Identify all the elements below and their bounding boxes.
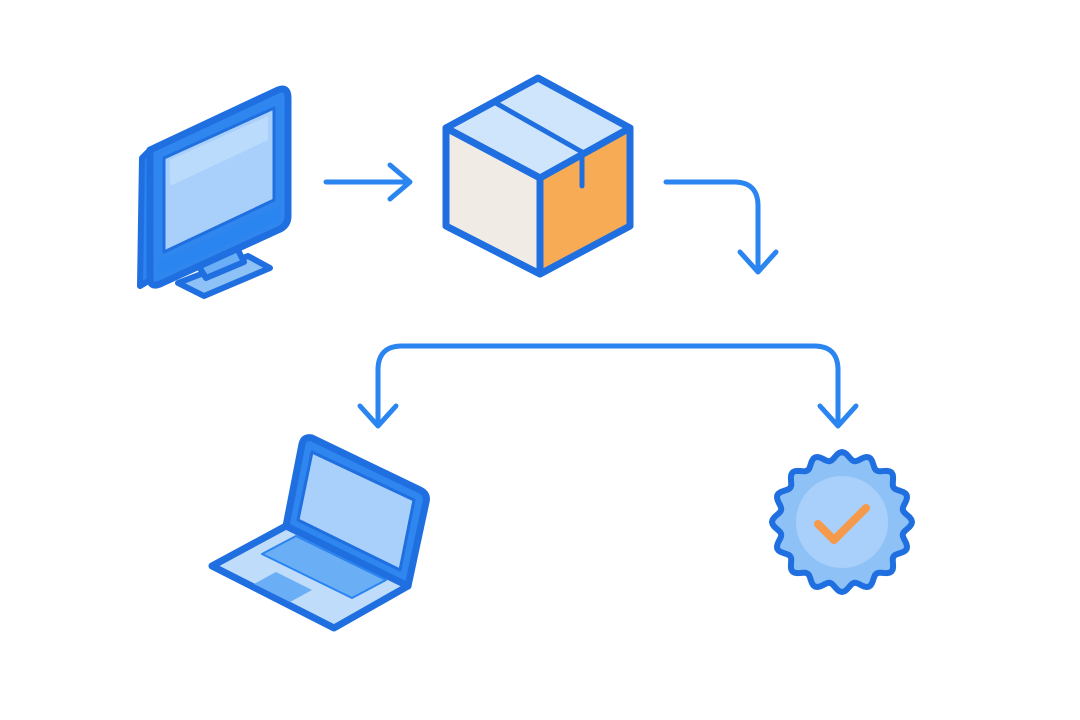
package-box-icon bbox=[442, 74, 634, 278]
arrow-desktop-to-package bbox=[323, 162, 413, 202]
arrow-to-verified bbox=[817, 403, 859, 429]
verified-badge-icon bbox=[769, 449, 915, 595]
arrow-package-down bbox=[663, 179, 779, 275]
monitor-screen-glare bbox=[170, 116, 268, 186]
box-right-face bbox=[536, 124, 634, 278]
laptop-trackpad bbox=[254, 572, 312, 602]
desktop-monitor-icon bbox=[137, 85, 292, 299]
badge-inner-circle bbox=[796, 476, 888, 568]
laptop-screen bbox=[296, 450, 416, 572]
laptop-keyboard bbox=[261, 535, 387, 599]
monitor-chin bbox=[158, 206, 280, 276]
box-tape bbox=[491, 99, 585, 155]
split-connector bbox=[357, 343, 859, 429]
arrow-to-laptop bbox=[357, 403, 399, 429]
checkmark-icon bbox=[814, 504, 870, 544]
laptop-icon bbox=[208, 434, 430, 632]
